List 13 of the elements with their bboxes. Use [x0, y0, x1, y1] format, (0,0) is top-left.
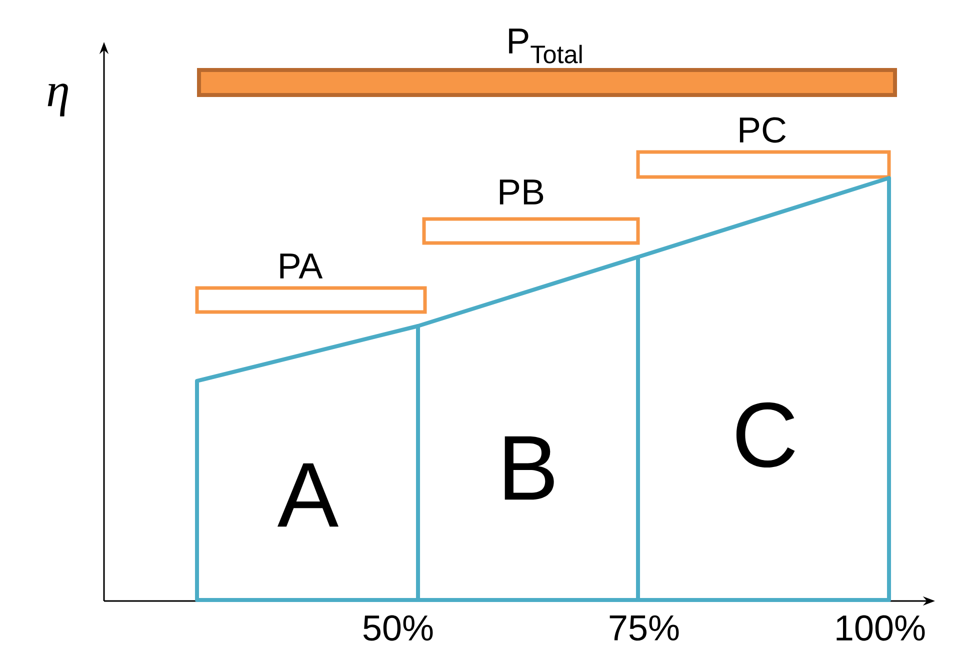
tick-label: 50%	[363, 615, 433, 641]
tick-label: 100%	[836, 615, 925, 641]
efficiency-region: A	[195, 324, 420, 602]
axis-label: η	[48, 84, 68, 116]
node-label: PA	[280, 254, 323, 278]
node-label: P$_{Total}$	[509, 28, 582, 64]
node-label: PC	[740, 117, 786, 143]
node-label: PB	[500, 180, 544, 204]
power-bar: PC	[636, 117, 891, 179]
power-bar: P$_{Total}$	[197, 28, 897, 97]
efficiency-region: C	[636, 176, 891, 602]
efficiency-region: B	[416, 255, 640, 602]
tick-label: 75%	[610, 615, 679, 641]
